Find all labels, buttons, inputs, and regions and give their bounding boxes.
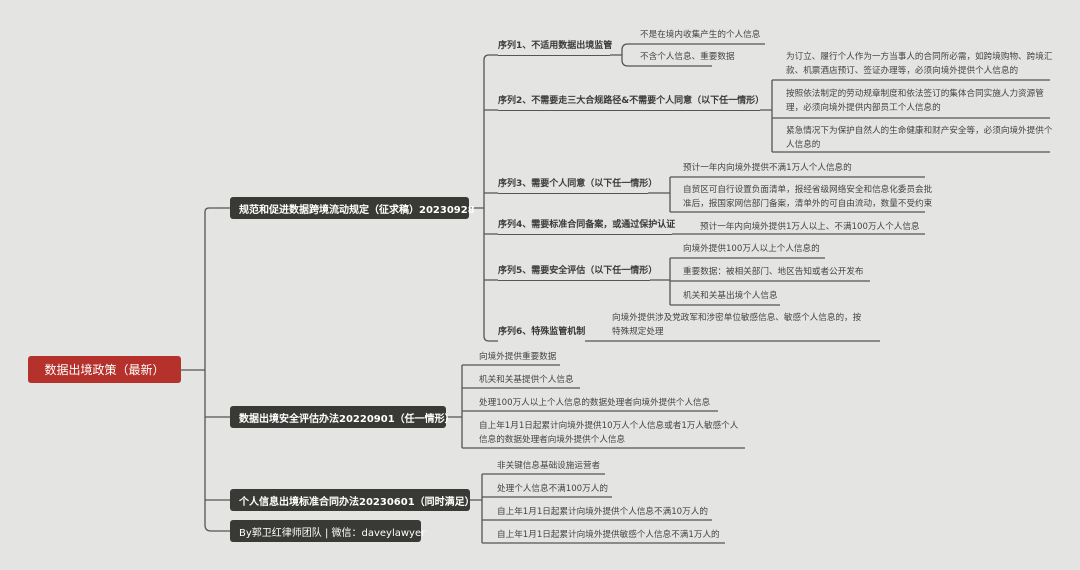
root-node[interactable]: 数据出境政策（最新） [28, 356, 181, 383]
sequence-3[interactable]: 序列3、需要个人同意（以下任一情形） [498, 178, 657, 194]
leaf-item[interactable]: 自上年1月1日起累计向境外提供敏感个人信息不满1万人的 [497, 530, 720, 540]
leaf-item[interactable]: 自贸区可自行设置负面清单，报经省级网络安全和信息化委员会批准后，报国家网信部门备… [683, 185, 933, 209]
leaf-item[interactable]: 自上年1月1日起累计向境外提供10万人个人信息或者1万人敏感个人信息的数据处理者… [479, 421, 739, 445]
leaf-item[interactable]: 向境外提供重要数据 [479, 352, 557, 362]
leaf-item[interactable]: 不含个人信息、重要数据 [640, 52, 735, 62]
branch-standard-contract[interactable]: 个人信息出境标准合同办法20230601（同时满足） [230, 489, 475, 511]
sequence-6[interactable]: 序列6、特殊监管机制 [498, 327, 586, 337]
sequence-2[interactable]: 序列2、不需要走三大合规路径&不需要个人同意（以下任一情形） [498, 95, 764, 111]
leaf-item[interactable]: 重要数据：被相关部门、地区告知或者公开发布 [683, 267, 864, 277]
branch-author-credit[interactable]: By郭卫红律师团队 | 微信：daveylawyer [230, 520, 425, 542]
leaf-item[interactable]: 自上年1月1日起累计向境外提供个人信息不满10万人的 [497, 507, 708, 517]
leaf-item[interactable]: 非关键信息基础设施运营者 [497, 461, 601, 471]
leaf-item[interactable]: 为订立、履行个人作为一方当事人的合同所必需，如跨境购物、跨境汇款、机票酒店预订、… [786, 52, 1053, 76]
sequence-5[interactable]: 序列5、需要安全评估（以下任一情形） [498, 265, 657, 281]
sequence-4[interactable]: 序列4、需要标准合同备案，或通过保护认证 [498, 219, 675, 235]
leaf-item[interactable]: 机关和关基提供个人信息 [479, 375, 574, 385]
branch-security-assessment[interactable]: 数据出境安全评估办法20220901（任一情形） [230, 406, 455, 428]
leaf-item[interactable]: 处理100万人以上个人信息的数据处理者向境外提供个人信息 [479, 398, 711, 408]
leaf-item[interactable]: 处理个人信息不满100万人的 [497, 484, 608, 494]
leaf-item[interactable]: 机关和关基出境个人信息 [683, 291, 778, 301]
leaf-item[interactable]: 紧急情况下为保护自然人的生命健康和财产安全等，必须向境外提供个人信息的 [786, 126, 1053, 150]
leaf-item[interactable]: 预计一年内向境外提供1万人以上、不满100万人个人信息 [700, 222, 920, 232]
leaf-item[interactable]: 向境外提供100万人以上个人信息的 [683, 244, 820, 254]
leaf-item[interactable]: 向境外提供涉及党政军和涉密单位敏感信息、敏感个人信息的，按特殊规定处理 [612, 313, 862, 337]
leaf-item[interactable]: 不是在境内收集产生的个人信息 [640, 30, 761, 40]
branch-cross-border-flow-rules[interactable]: 规范和促进数据跨境流动规定（征求稿）20230928 [230, 197, 475, 219]
sequence-1[interactable]: 序列1、不适用数据出境监管 [498, 40, 612, 56]
leaf-item[interactable]: 按照依法制定的劳动规章制度和依法签订的集体合同实施人力资源管理，必须向境外提供内… [786, 89, 1044, 113]
leaf-item[interactable]: 预计一年内向境外提供不满1万人个人信息的 [683, 163, 852, 173]
